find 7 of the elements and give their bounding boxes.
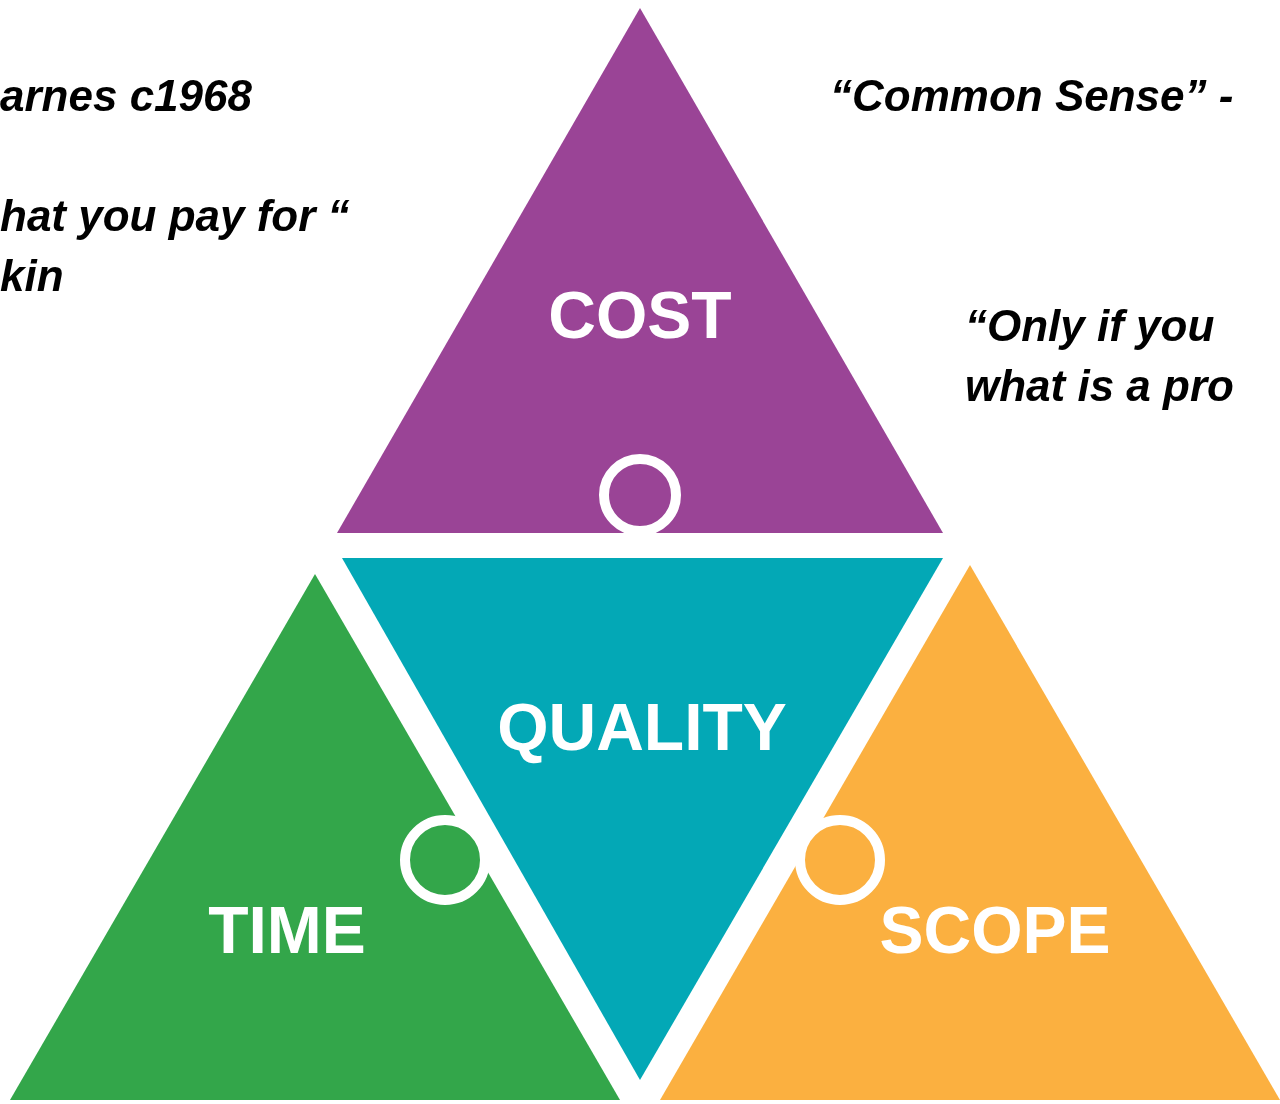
quote-text: arnes c1968 [0,70,253,122]
triangle-label: TIME [208,897,366,963]
quote-text: hat you pay for “ kin [0,190,351,302]
triangle-label: SCOPE [879,897,1111,963]
triangle-label: COST [548,282,732,348]
quote-text: “Common Sense” - [830,70,1235,122]
quote-text: “Only if you what is a pro [965,300,1235,412]
